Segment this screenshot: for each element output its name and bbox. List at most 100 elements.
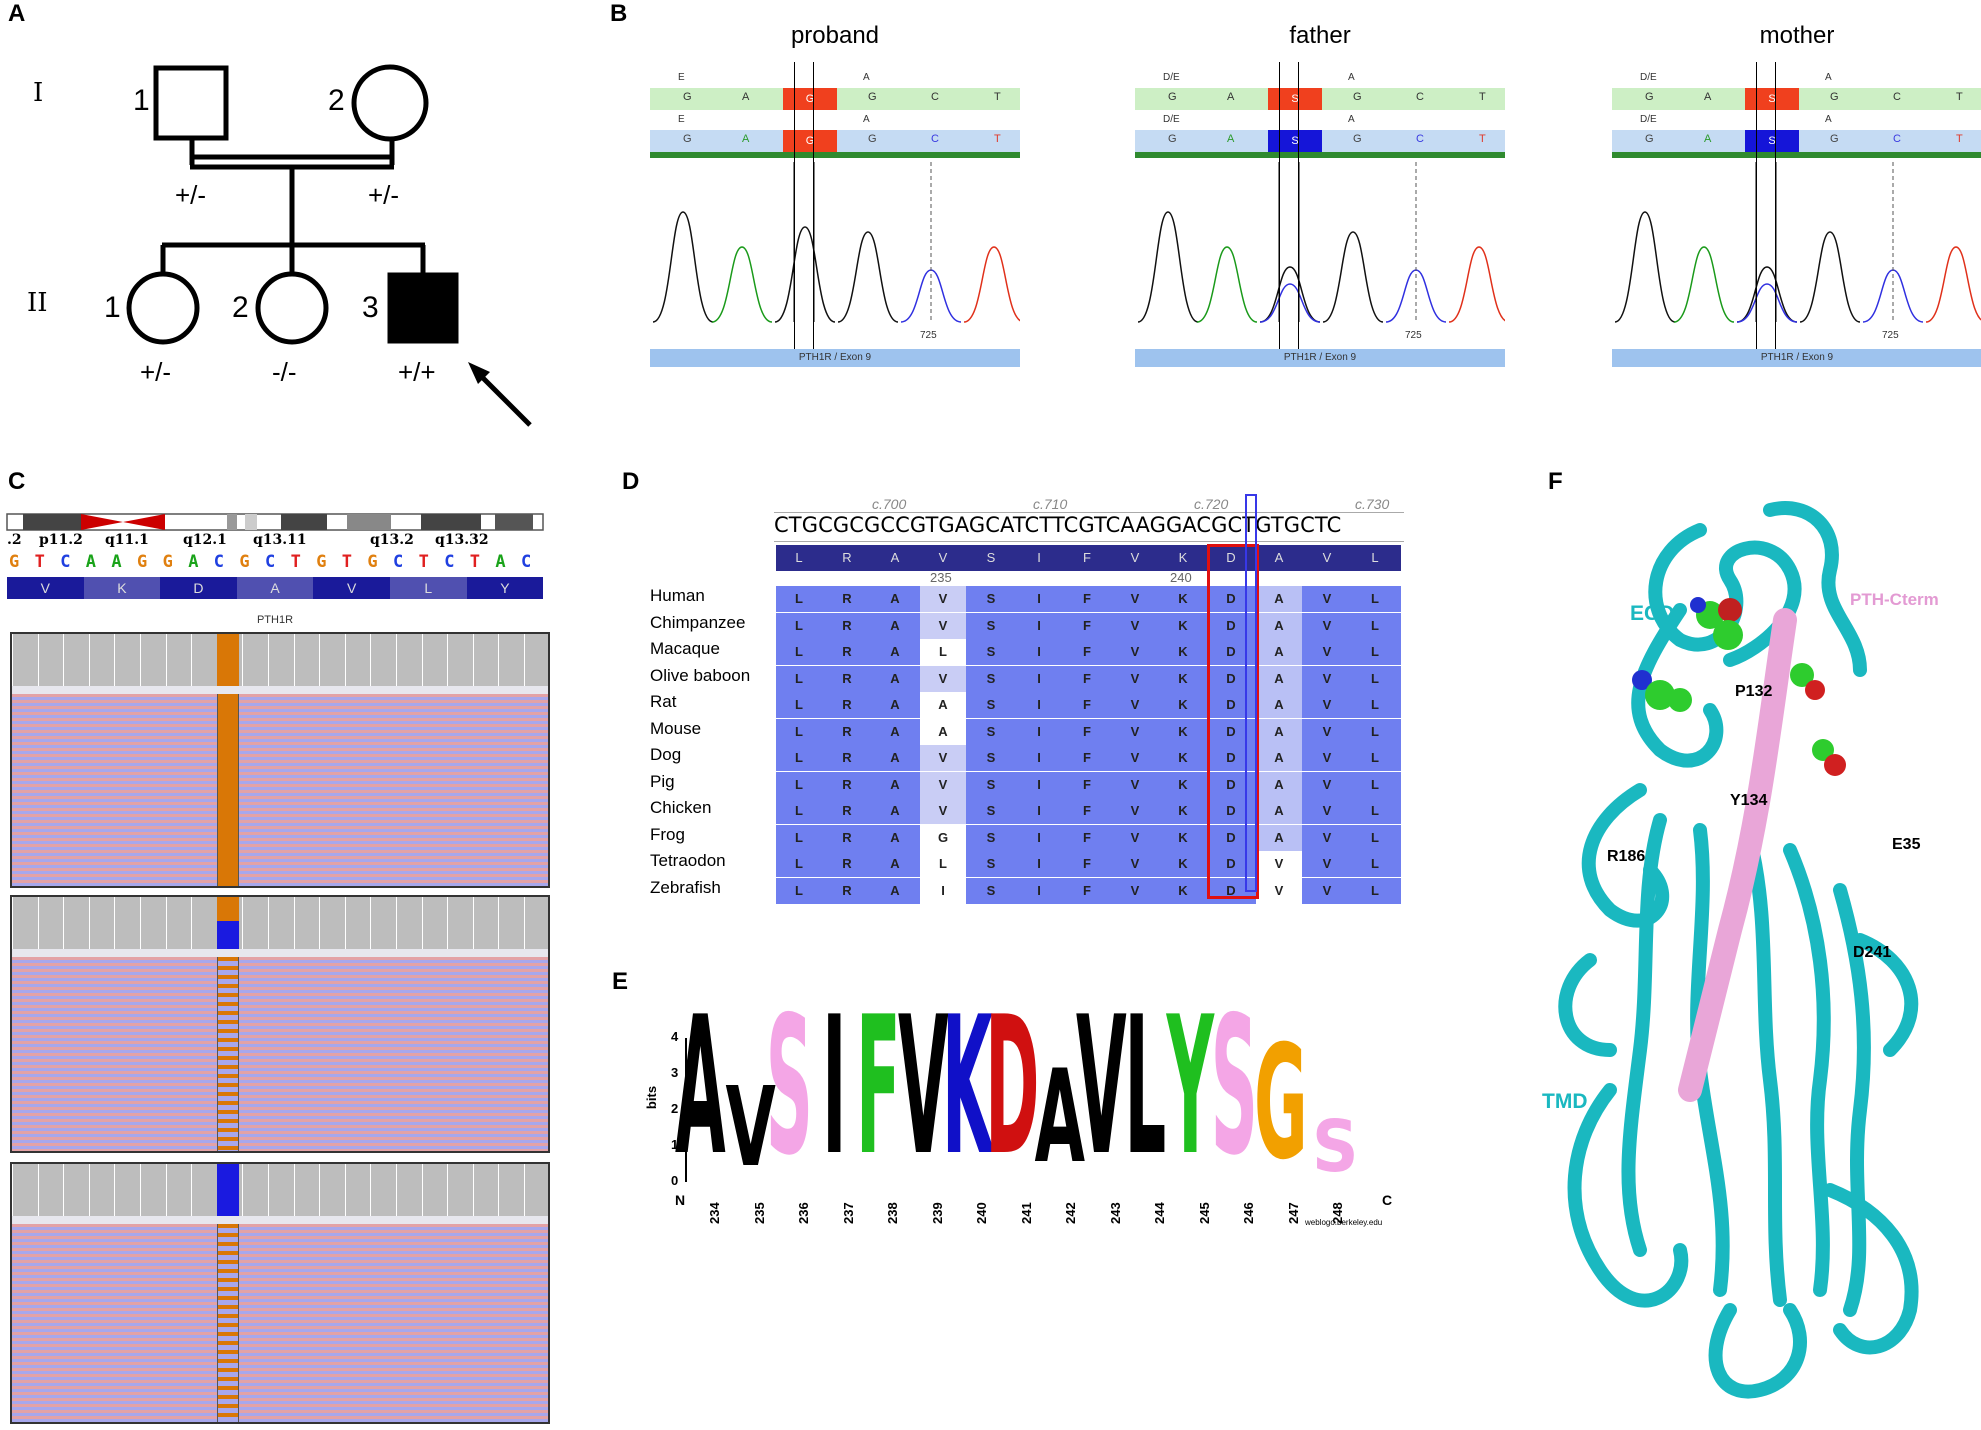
trace-peak xyxy=(1925,246,1981,323)
logo-letter: Y xyxy=(1166,975,1214,1197)
residue: L xyxy=(795,856,803,871)
coverage-divider xyxy=(140,897,141,949)
trace-peak xyxy=(1259,283,1321,323)
band-label: .2 xyxy=(7,532,22,548)
female-unaffected-symbol xyxy=(126,271,200,345)
residue: R xyxy=(842,723,852,739)
reference-base: G xyxy=(162,552,173,572)
residue: F xyxy=(1083,776,1091,792)
residue: I xyxy=(1037,591,1041,606)
coverage-divider xyxy=(88,1164,90,1216)
position-label: 725 xyxy=(1882,330,1899,341)
coverage-variant xyxy=(217,634,239,686)
residue: V xyxy=(1130,670,1140,686)
base-call: C xyxy=(1416,133,1424,145)
residue: D xyxy=(1226,750,1236,765)
residue: L xyxy=(1371,829,1379,845)
residue: A xyxy=(890,829,900,845)
coverage-divider xyxy=(37,897,39,949)
residue: A xyxy=(1256,639,1302,665)
logo-ytick: 1 xyxy=(671,1137,679,1152)
reference-base: G xyxy=(367,552,378,572)
coverage-divider xyxy=(140,1164,141,1216)
residue: V xyxy=(1322,670,1332,686)
amino-acid: A xyxy=(236,577,314,599)
residue: V xyxy=(1322,617,1332,633)
logo-letter: F xyxy=(855,975,901,1197)
exon-bar: PTH1R / Exon 9 xyxy=(1612,349,1981,367)
residue: A xyxy=(1256,665,1302,692)
logo-letter: V xyxy=(897,975,949,1197)
residue: V xyxy=(1130,776,1140,792)
nucleotide-sequence: CTGCGCGCCGTGAGCATCTTCGTCAAGGACGCTGTGCTC xyxy=(774,512,1404,542)
quality-strip xyxy=(650,152,1020,158)
n-terminus-label: N xyxy=(675,1192,686,1208)
female-unaffected-symbol xyxy=(255,271,329,345)
residue: V xyxy=(1130,617,1140,633)
ambiguity-code: E xyxy=(678,72,685,83)
read-pileup xyxy=(12,957,548,1151)
residue: L xyxy=(795,644,803,659)
position-label: 243 xyxy=(1107,1202,1123,1224)
residue: V xyxy=(1322,723,1332,739)
band-label: q13.11 xyxy=(253,532,307,548)
residue: I xyxy=(1037,750,1041,765)
residue: V xyxy=(1322,803,1332,818)
residue: L xyxy=(1371,882,1379,898)
residue: R xyxy=(842,670,852,686)
individual-number: 3 xyxy=(362,291,379,324)
amino-acid: V xyxy=(313,577,390,599)
reference-base: G xyxy=(9,552,20,572)
residue: A xyxy=(890,670,900,686)
residue: A xyxy=(890,856,900,871)
position-label: 245 xyxy=(1196,1202,1212,1224)
residue: I xyxy=(1037,882,1041,898)
residue: V xyxy=(1322,776,1332,792)
amino-acid: L xyxy=(390,577,467,599)
trace-peak xyxy=(1799,231,1861,323)
coverage-divider xyxy=(472,897,474,949)
coverage-track xyxy=(12,897,548,949)
residue: I xyxy=(1037,644,1041,659)
position-label: 237 xyxy=(840,1202,856,1224)
species-name: Rat xyxy=(650,692,677,711)
amino-acid: D xyxy=(160,577,237,599)
coverage-divider xyxy=(165,634,167,686)
residue: L xyxy=(1371,697,1379,712)
coverage-divider xyxy=(114,897,116,949)
residue: R xyxy=(842,697,852,712)
panel-letter-a: A xyxy=(8,0,26,27)
residue: F xyxy=(1083,829,1091,845)
ambiguity-code: D/E xyxy=(1163,72,1180,83)
residue: I xyxy=(1037,776,1041,792)
ambiguity-code: A xyxy=(1825,72,1832,83)
reference-base: A xyxy=(188,552,199,572)
coverage-divider xyxy=(191,634,193,686)
residue: I xyxy=(1037,829,1041,845)
variant-column xyxy=(217,1224,239,1422)
residue: I xyxy=(1037,856,1041,871)
species-name: Zebrafish xyxy=(650,877,721,897)
genotype-label: +/- xyxy=(368,180,400,210)
read-pileup xyxy=(12,694,548,886)
logo-y-axis xyxy=(685,1038,687,1182)
residue: S xyxy=(986,750,996,765)
position-label: 238 xyxy=(885,1202,900,1224)
nucleotide-tick: c.730 xyxy=(1355,496,1390,512)
residue: V xyxy=(1130,697,1140,712)
coverage-divider xyxy=(472,634,474,686)
residue: L xyxy=(920,851,966,877)
band-label: q13.2 xyxy=(370,532,414,548)
trace-peak xyxy=(1322,231,1384,323)
cursor-lines xyxy=(794,62,814,362)
species-name: Olive baboon xyxy=(650,665,751,685)
residue: F xyxy=(1083,591,1091,606)
base-call: G xyxy=(1168,133,1177,145)
coverage-divider xyxy=(63,634,65,686)
residue: A xyxy=(1256,771,1302,798)
position-label: 234 xyxy=(707,1202,722,1224)
